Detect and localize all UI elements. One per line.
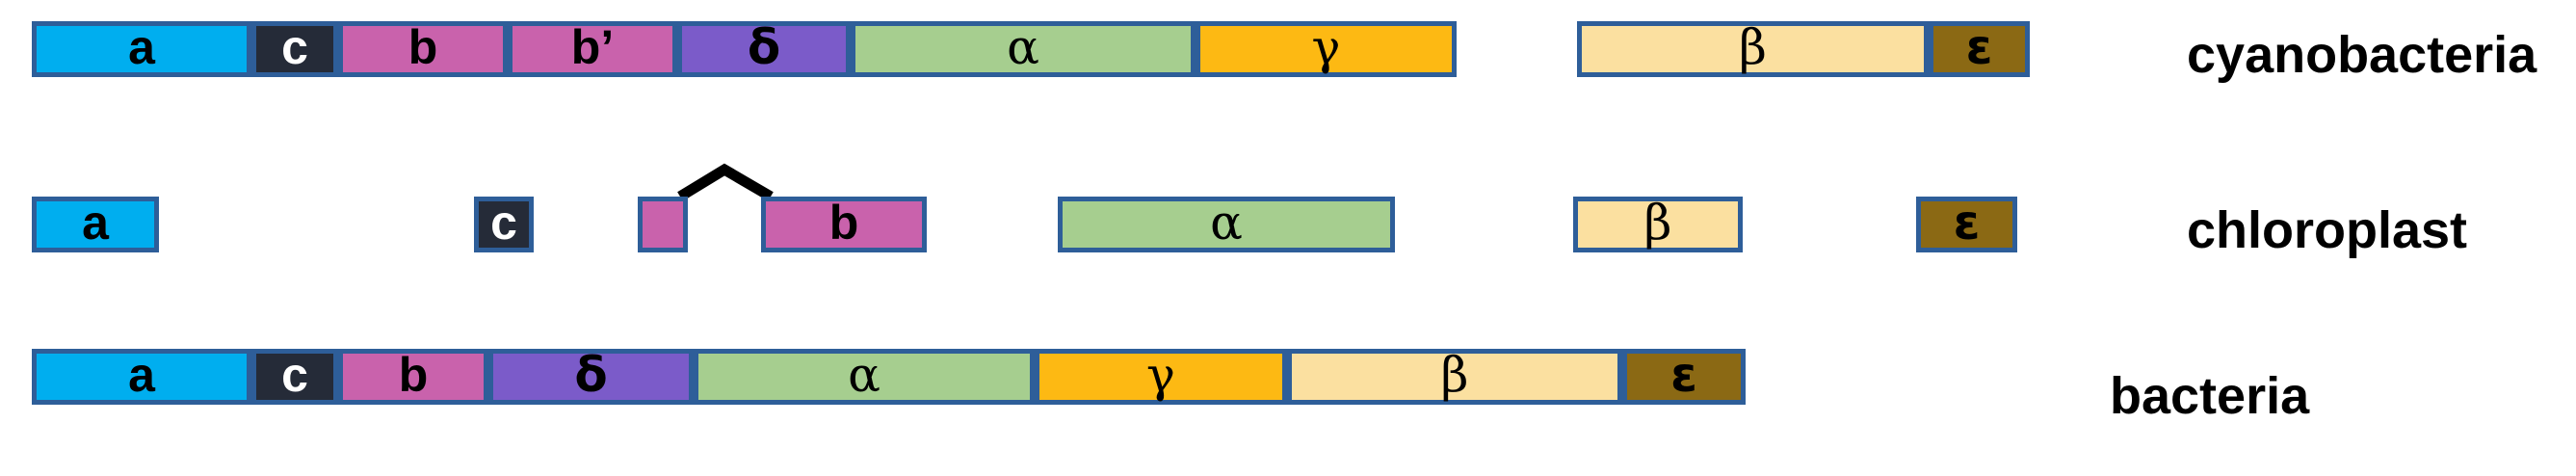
gene-block-cyanobacteria-alpha[interactable]: α xyxy=(851,21,1196,77)
gene-block-cyanobacteria-epsilon[interactable]: ε xyxy=(1929,21,2030,77)
gene-label-cyanobacteria-b-prime: b’ xyxy=(570,20,615,74)
gene-label-bacteria-b: b xyxy=(398,348,429,402)
gene-block-bacteria-delta[interactable]: δ xyxy=(488,349,694,405)
gene-label-chloroplast-beta: β xyxy=(1643,195,1672,251)
gene-block-cyanobacteria-b-prime[interactable]: b’ xyxy=(508,21,677,77)
organism-label-chloroplast: chloroplast xyxy=(2187,201,2468,259)
gene-label-chloroplast-a: a xyxy=(82,196,109,250)
gene-block-chloroplast-a[interactable]: a xyxy=(32,197,159,252)
gene-label-cyanobacteria-a: a xyxy=(128,20,155,74)
gene-label-bacteria-a: a xyxy=(128,348,155,402)
gene-label-bacteria-beta: β xyxy=(1440,347,1469,403)
gene-label-bacteria-gamma: γ xyxy=(1146,347,1175,403)
organism-label-bacteria: bacteria xyxy=(2110,367,2310,425)
gene-block-bacteria-b[interactable]: b xyxy=(338,349,488,405)
gene-block-bacteria-a[interactable]: a xyxy=(32,349,251,405)
gene-label-chloroplast-b-exon-2: b xyxy=(828,196,859,250)
gene-label-chloroplast-epsilon: ε xyxy=(1953,195,1981,251)
gene-label-cyanobacteria-b: b xyxy=(407,20,438,74)
gene-block-chloroplast-beta[interactable]: β xyxy=(1573,197,1743,252)
gene-label-bacteria-alpha: α xyxy=(848,347,881,403)
gene-block-cyanobacteria-b[interactable]: b xyxy=(338,21,508,77)
gene-label-cyanobacteria-gamma: γ xyxy=(1311,19,1341,75)
gene-label-chloroplast-c: c xyxy=(490,196,517,250)
gene-block-bacteria-epsilon[interactable]: ε xyxy=(1622,349,1746,405)
gene-block-cyanobacteria-c[interactable]: c xyxy=(251,21,338,77)
gene-label-cyanobacteria-epsilon: ε xyxy=(1965,19,1993,75)
gene-block-chloroplast-b-exon-1[interactable] xyxy=(638,197,688,252)
gene-label-cyanobacteria-beta: β xyxy=(1739,19,1767,75)
gene-block-cyanobacteria-gamma[interactable]: γ xyxy=(1196,21,1457,77)
gene-block-chloroplast-epsilon[interactable]: ε xyxy=(1916,197,2017,252)
gene-block-bacteria-c[interactable]: c xyxy=(251,349,338,405)
gene-block-chloroplast-c[interactable]: c xyxy=(474,197,534,252)
gene-block-cyanobacteria-delta[interactable]: δ xyxy=(677,21,851,77)
gene-block-bacteria-alpha[interactable]: α xyxy=(694,349,1035,405)
organism-label-cyanobacteria: cyanobacteria xyxy=(2187,26,2537,84)
gene-block-bacteria-beta[interactable]: β xyxy=(1287,349,1622,405)
gene-block-chloroplast-b-exon-2[interactable]: b xyxy=(761,197,927,252)
gene-block-cyanobacteria-beta[interactable]: β xyxy=(1577,21,1929,77)
gene-block-chloroplast-alpha[interactable]: α xyxy=(1058,197,1395,252)
gene-block-cyanobacteria-a[interactable]: a xyxy=(32,21,251,77)
gene-label-chloroplast-alpha: α xyxy=(1210,195,1243,251)
gene-label-cyanobacteria-c: c xyxy=(281,20,308,74)
gene-label-bacteria-c: c xyxy=(281,348,308,402)
gene-label-cyanobacteria-alpha: α xyxy=(1007,19,1039,75)
gene-block-bacteria-gamma[interactable]: γ xyxy=(1035,349,1287,405)
gene-label-bacteria-epsilon: ε xyxy=(1670,347,1697,403)
gene-label-cyanobacteria-delta: δ xyxy=(747,19,781,75)
gene-label-bacteria-delta: δ xyxy=(574,347,608,403)
